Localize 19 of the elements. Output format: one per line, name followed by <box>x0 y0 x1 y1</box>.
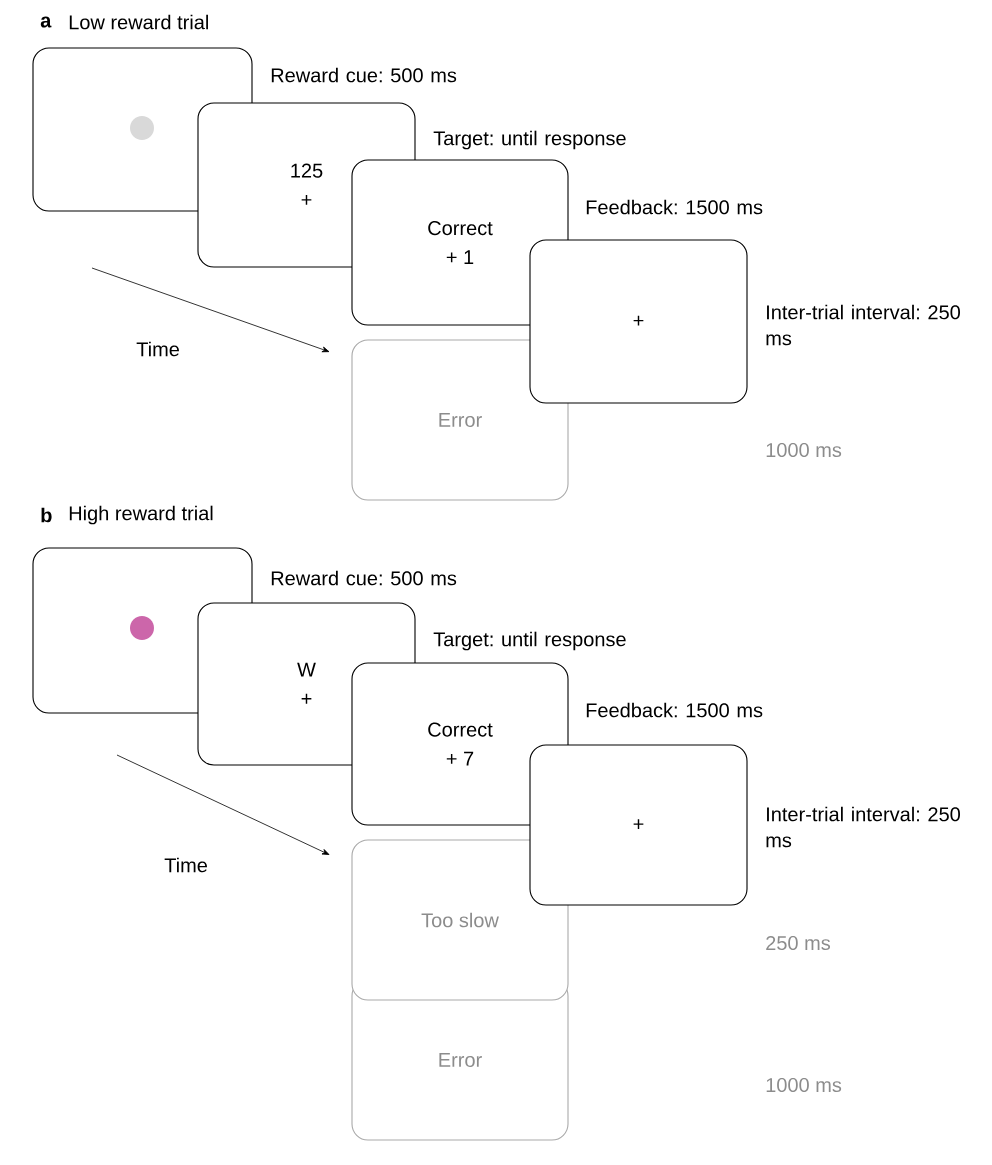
screen-box: Too slow <box>351 839 569 1001</box>
axis-label: Time <box>164 857 207 873</box>
panel-letter: b <box>41 507 52 523</box>
duration-label: Feedback: 1500 ms <box>586 199 763 215</box>
duration-label: Reward cue: 500 ms <box>271 570 457 586</box>
screen-box: Correct + 1 <box>351 159 569 326</box>
duration-label: 1000 ms <box>766 1077 842 1093</box>
screen-box: + <box>529 744 748 906</box>
duration-label: Target: until response <box>433 130 626 150</box>
screen-box: Error <box>351 339 569 501</box>
panel-letter: a <box>40 16 52 28</box>
screen-box: Correct + 7 <box>351 662 569 826</box>
screen-box: + <box>529 239 748 404</box>
duration-label: Inter-trial interval: 250 ms <box>766 304 960 346</box>
duration-label: Feedback: 1500 ms <box>586 702 763 718</box>
axis-label: Time <box>136 341 179 357</box>
duration-label: Inter-trial interval: 250 ms <box>766 806 960 848</box>
duration-label: Target: until response <box>433 631 626 651</box>
duration-label: Reward cue: 500 ms <box>271 67 457 83</box>
